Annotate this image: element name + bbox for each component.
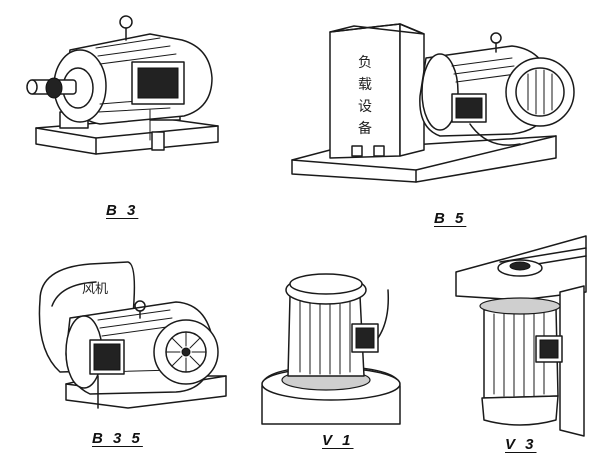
b35-fan-annotation: 风机 xyxy=(82,282,109,297)
b5-caption: B 5 xyxy=(434,210,467,227)
b3-caption: B 3 xyxy=(106,202,139,219)
v3-caption: V 3 xyxy=(505,436,537,453)
v1-caption: V 1 xyxy=(322,432,354,449)
b5-load-equipment-annotation: 负载设备 xyxy=(358,55,372,137)
b35-caption: B 3 5 xyxy=(92,430,143,447)
